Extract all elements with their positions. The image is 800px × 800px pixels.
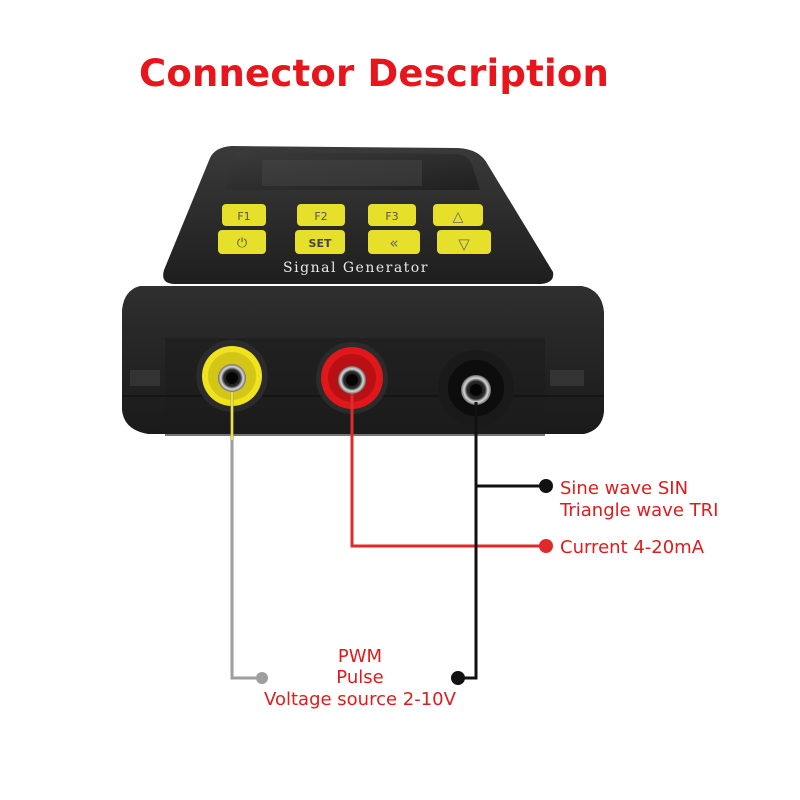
black-connector-dot-right [539,479,553,493]
label-triangle-wave: Triangle wave TRI [560,500,719,521]
diagram-title: Connector Description [138,52,610,95]
black-connector-dot-bottom [451,671,465,685]
key-down [437,230,491,254]
key-down-label: ▽ [458,235,470,253]
key-set [295,230,345,254]
key-f1 [222,204,266,226]
red-connector-dot [539,539,553,553]
key-back-label: « [389,234,398,252]
side-ledge-left [130,370,160,386]
side-ledge-right [550,370,584,386]
label-current: Current 4-20mA [560,537,705,558]
key-f3-label: F3 [385,210,398,223]
key-power [218,230,266,254]
label-pulse: Pulse [336,667,384,688]
label-sine-wave: Sine wave SIN [560,478,689,499]
label-pwm: PWM [337,646,383,667]
key-f3 [368,204,416,226]
yellow-connector-dot [256,672,268,684]
keypad: F1 F2 F3 △ ⏻ SET « ▽ [218,204,491,254]
screen-glare [262,160,422,186]
key-set-label: SET [309,237,332,250]
device-screen [225,152,480,190]
red-connector-line [350,394,546,548]
key-f1-label: F1 [237,210,250,223]
key-up [433,204,483,226]
label-voltage-source: Voltage source 2-10V [264,689,456,710]
key-back [368,230,420,254]
yellow-jack [196,340,268,412]
key-f2 [297,204,345,226]
key-power-label: ⏻ [237,236,247,251]
black-connector-line [458,402,478,680]
key-up-label: △ [453,209,464,225]
yellow-connector-line [230,392,262,680]
red-jack [316,342,388,414]
black-jack [438,350,514,426]
key-f2-label: F2 [314,210,327,223]
device-name-label: Signal Generator [283,260,429,276]
